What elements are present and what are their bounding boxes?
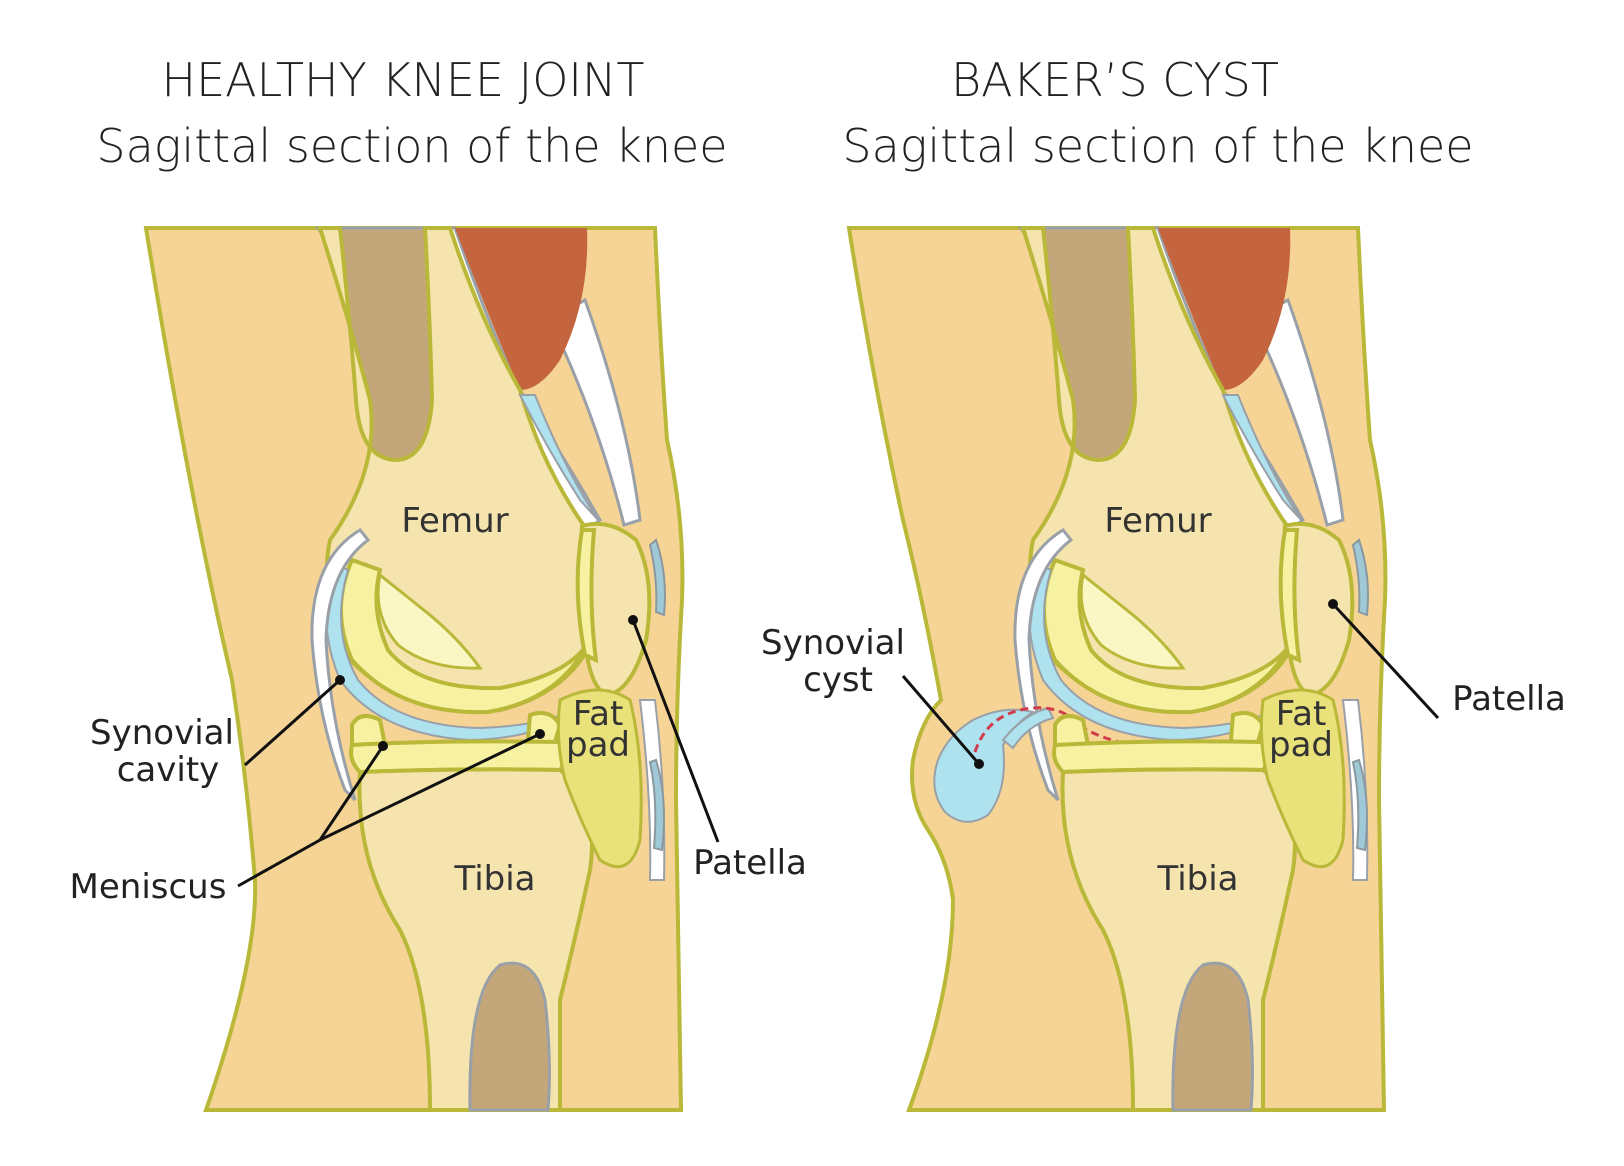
bakers-femoral-condyle-inner [1079, 572, 1186, 670]
bakers-tibia-label: Tibia [1156, 859, 1238, 899]
healthy-tendon-strip [548, 297, 642, 527]
bakers-fluid-path [973, 706, 1134, 753]
healthy-quadriceps-muscle [455, 228, 588, 390]
healthy-fat-pad [556, 688, 643, 869]
bakers-prepatellar-bursa [1351, 538, 1369, 617]
healthy-fat-pad-label-1: Fat [573, 694, 624, 734]
healthy-infrapatellar-bursa [648, 758, 665, 852]
bakers-tibia-marrow [1171, 961, 1254, 1112]
bakers-cyst-channel [1001, 706, 1055, 750]
bakers-synovial-cyst-label-2: cyst [803, 660, 873, 700]
bakers-patella-callout: Patella [1328, 599, 1566, 720]
healthy-synovial-cavity-label-1: Synovial [90, 713, 234, 753]
healthy-prepatellar-bursa [648, 538, 666, 617]
healthy-femur-label: Femur [401, 501, 508, 541]
bakers-synovial-cyst-label-1: Synovial [761, 623, 905, 663]
bakers-femur-label: Femur [1104, 501, 1211, 541]
healthy-patella-label: Patella [693, 843, 807, 883]
bakers-fat-pad-label-1: Fat [1276, 694, 1327, 734]
bakers-title: BAKER’S CYST [951, 53, 1279, 107]
healthy-patellar-cartilage [575, 528, 599, 664]
healthy-tibia-marrow [468, 961, 551, 1112]
bakers-cyst-panel: BAKER’S CYST Sagittal section of the kne… [761, 53, 1566, 1112]
healthy-title: HEALTHY KNEE JOINT [162, 53, 645, 107]
healthy-patella-callout: Patella [628, 615, 807, 883]
bakers-subtitle: Sagittal section of the knee [842, 119, 1473, 173]
healthy-suprapatellar-bursa [518, 394, 599, 521]
healthy-femoral-condyle-inner [376, 572, 483, 670]
bakers-quadriceps-muscle [1158, 228, 1291, 390]
bakers-infrapatellar-bursa [1351, 758, 1368, 852]
bakers-tibial-cartilage [1052, 739, 1269, 775]
healthy-subtitle: Sagittal section of the knee [96, 119, 727, 173]
healthy-meniscus-callout: Meniscus [70, 729, 545, 907]
bakers-patella-label: Patella [1452, 679, 1566, 719]
healthy-panel: HEALTHY KNEE JOINT Sagittal section of t… [70, 53, 807, 1112]
bakers-fat-pad-label-2: pad [1269, 725, 1333, 765]
bakers-synovial-cyst-callout: Synovial cyst [761, 623, 984, 769]
healthy-tibia-label: Tibia [453, 859, 535, 899]
bakers-posterior-capsule [1013, 528, 1074, 802]
bakers-fat-pad [1259, 688, 1346, 869]
healthy-synovial-cavity-callout: Synovial cavity [90, 675, 345, 790]
bakers-patellar-cartilage [1278, 528, 1302, 664]
healthy-synovial-cavity-label-2: cavity [117, 750, 220, 790]
healthy-meniscus-label: Meniscus [70, 867, 227, 907]
healthy-fat-pad-label-2: pad [566, 725, 630, 765]
bakers-tendon-strip [1251, 297, 1345, 527]
bakers-suprapatellar-bursa [1221, 394, 1302, 521]
